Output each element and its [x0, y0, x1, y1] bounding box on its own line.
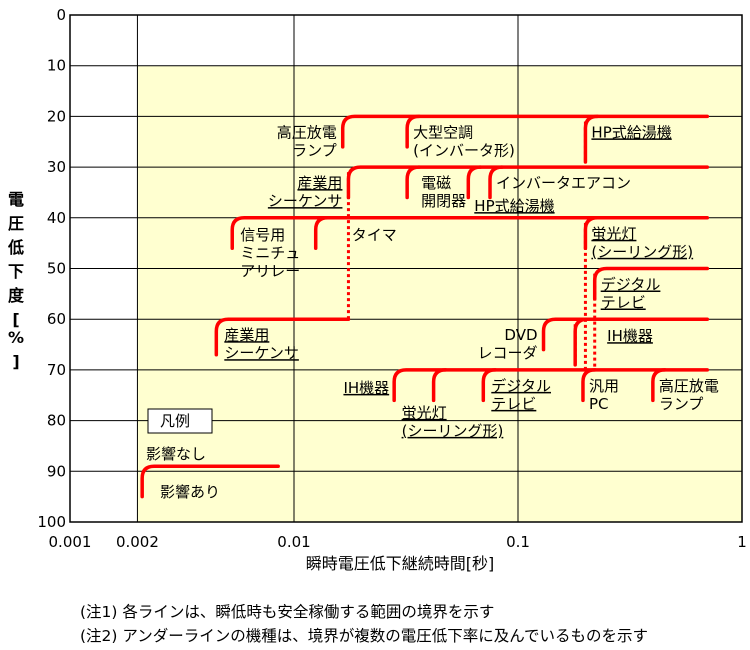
device-label-16-0: デジタル	[491, 377, 551, 395]
boundary-line-4	[405, 165, 421, 200]
device-label-4-1: 開閉器	[421, 192, 466, 210]
acceptable-region-shading	[137, 65, 742, 522]
device-label-17-0: 汎用	[589, 377, 619, 395]
device-label-1-1: (インバータ形)	[413, 141, 515, 159]
boundary-line-6	[488, 165, 504, 200]
device-label-5-0: HP式給湯機	[474, 197, 554, 215]
boundary-line-17	[581, 368, 597, 403]
boundary-line-15	[431, 368, 448, 403]
ylabel-char-7: ]	[12, 352, 19, 371]
device-label-7-2: アリレー	[240, 262, 300, 280]
device-label-7-0: 信号用	[240, 226, 285, 244]
boundary-line-9	[583, 216, 600, 250]
ylabel-char-3: 下	[8, 262, 24, 281]
boundary-line-10	[592, 266, 710, 301]
boundary-line-0	[340, 114, 710, 149]
legend-no-effect: 影響なし	[146, 445, 206, 463]
boundary-line-12	[541, 317, 710, 352]
y-tick-0: 0	[56, 6, 66, 24]
legend: 凡例 影響なし 影響あり	[140, 408, 280, 501]
boundary-line-7	[230, 216, 710, 250]
y-tick-10: 100	[37, 513, 66, 531]
note-2: (注2) アンダーラインの機種は、境界が複数の電圧低下率に及んでいるものを示す	[80, 627, 648, 645]
y-tick-9: 90	[47, 462, 66, 480]
legend-title: 凡例	[160, 412, 190, 430]
device-label-11-0: 産業用	[224, 326, 269, 344]
x-axis-label: 瞬時電圧低下継続時間[秒]	[306, 554, 495, 573]
y-tick-5: 50	[47, 260, 66, 278]
y-tick-labels: 0 10 20 30 40 50 60 70 80 90 100	[37, 6, 66, 531]
device-label-0-0: 高圧放電	[277, 123, 337, 141]
device-label-11-1: シーケンサ	[224, 344, 299, 362]
note-1: (注1) 各ラインは、瞬低時も安全稼働する範囲の境界を示す	[80, 603, 495, 621]
device-label-1-0: 大型空調	[413, 123, 473, 141]
legend-title-box	[147, 408, 213, 434]
ylabel-char-5: [	[12, 310, 19, 329]
legend-effect: 影響あり	[160, 483, 220, 501]
ylabel-char-2: 低	[7, 238, 24, 257]
device-label-2-0: HP式給湯機	[591, 123, 671, 141]
device-label-9-0: 蛍光灯	[591, 225, 636, 243]
ylabel-char-4: 度	[8, 286, 25, 305]
device-label-8-0: タイマ	[352, 226, 397, 244]
x-tick-2: 0.01	[277, 533, 310, 551]
y-tick-6: 60	[47, 310, 66, 328]
device-label-12-1: レコーダ	[478, 344, 538, 362]
y-tick-3: 30	[47, 158, 66, 176]
device-label-3-0: 産業用	[297, 174, 342, 192]
device-label-7-1: ミニチュ	[240, 244, 300, 262]
y-tick-1: 10	[47, 57, 66, 75]
device-label-3-1: シーケンサ	[268, 192, 343, 210]
device-label-17-1: PC	[589, 395, 609, 413]
boundary-line-8	[313, 216, 330, 250]
ylabel-char-6: %	[8, 328, 24, 347]
device-label-12-0: DVD	[504, 326, 537, 344]
x-tick-3: 0.1	[506, 533, 530, 551]
device-label-4-0: 電磁	[421, 174, 451, 192]
ylabel-char-0: 電	[8, 190, 24, 209]
x-tick-1: 0.002	[116, 533, 159, 551]
boundary-line-3	[346, 165, 710, 200]
x-tick-labels: 0.001 0.002 0.01 0.1 1	[49, 533, 747, 551]
device-label-15-0: 蛍光灯	[402, 404, 447, 422]
x-tick-4: 1	[737, 533, 747, 551]
device-label-10-1: テレビ	[601, 294, 646, 312]
boundary-line-2	[583, 114, 600, 164]
y-tick-8: 80	[47, 412, 66, 430]
boundary-line-5	[466, 165, 483, 200]
boundary-line-1	[405, 114, 421, 149]
device-label-15-1: (シーリング形)	[402, 422, 504, 440]
device-label-10-0: デジタル	[601, 276, 661, 294]
voltage-sag-chart: 0 10 20 30 40 50 60 70 80 90 100 0.001 0.002 0.01 0.1…	[7, 6, 747, 573]
legend-sample-line	[140, 464, 280, 499]
boundary-lines	[214, 114, 710, 403]
boundary-line-13	[573, 317, 589, 367]
plot-frame	[69, 14, 743, 523]
y-tick-4: 40	[47, 209, 66, 227]
x-tick-0: 0.001	[49, 533, 92, 551]
device-label-9-1: (シーリング形)	[591, 243, 693, 261]
ylabel-char-1: 圧	[8, 214, 24, 233]
device-label-18-1: ランプ	[659, 395, 704, 413]
device-label-0-1: ランプ	[292, 141, 337, 159]
device-label-6-0: インバータエアコン	[496, 174, 631, 192]
boundary-line-18	[651, 368, 667, 403]
y-tick-2: 20	[47, 107, 66, 125]
boundary-line-11	[214, 317, 351, 357]
device-label-18-0: 高圧放電	[659, 377, 719, 395]
y-tick-7: 70	[47, 361, 66, 379]
device-label-14-0: IH機器	[343, 379, 389, 397]
device-label-16-1: テレビ	[491, 395, 536, 413]
boundary-line-16	[481, 368, 498, 403]
boundary-line-14	[392, 368, 710, 403]
device-label-13-0: IH機器	[607, 327, 653, 345]
